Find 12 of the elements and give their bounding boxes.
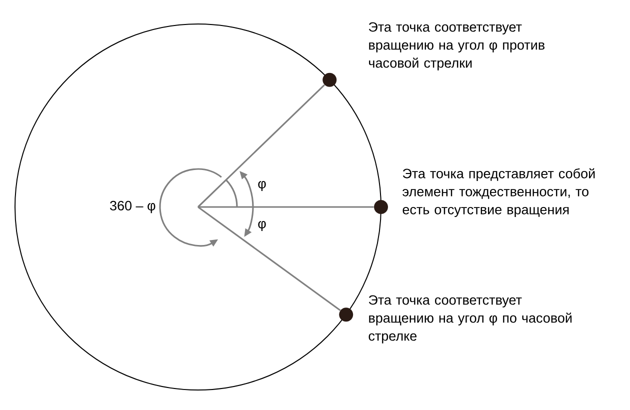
point-dot <box>339 308 354 322</box>
angle-label: 360 – φ <box>108 200 157 214</box>
radius-line <box>198 206 374 208</box>
angle-label: φ <box>256 220 268 232</box>
radius-line <box>198 206 341 311</box>
point-caption: Эта точка представляет собой элемент тождественности, то есть отсутствие вращения <box>402 168 595 218</box>
point-dot <box>322 72 337 87</box>
point-dot <box>374 200 388 214</box>
radius-line <box>197 84 325 208</box>
angle-label: φ <box>256 180 268 192</box>
point-caption: Эта точка соответствует вращению на угол φ против часовой стрелки <box>368 22 544 70</box>
point-caption: Эта точка соответствует вращению на угол φ по часовой стрелке <box>368 295 572 344</box>
